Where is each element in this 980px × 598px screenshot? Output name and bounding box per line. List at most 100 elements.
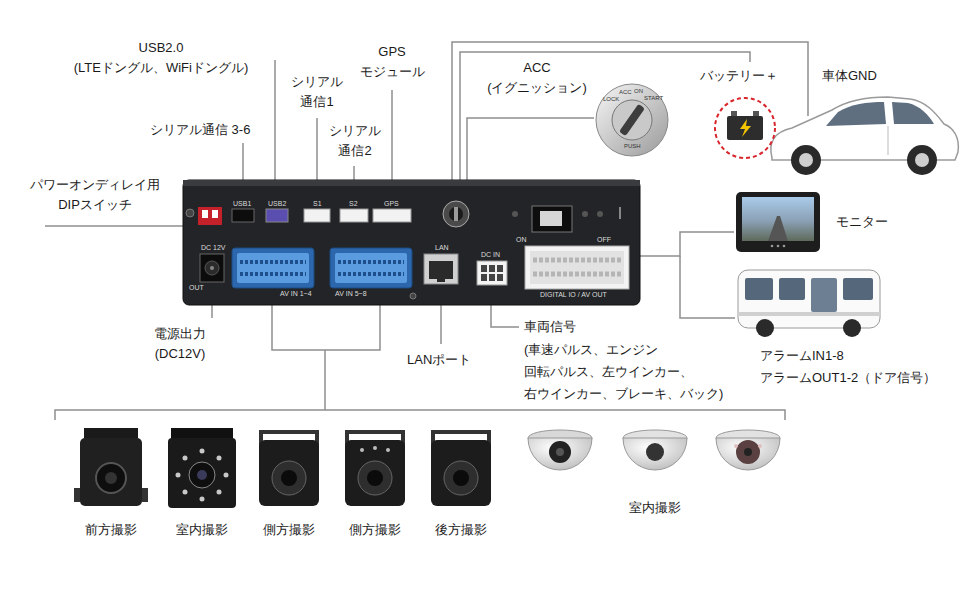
dvr-unit [186,209,194,217]
dvr-unit [533,272,621,277]
dvr-unit [200,254,224,282]
battery-icon [727,116,763,140]
dvr-unit [424,254,458,284]
leader-line [629,232,734,256]
key-position-marking: START [644,95,663,102]
camera-illustration [345,440,405,506]
dvr-unit [497,274,503,281]
dvr-unit [330,248,412,288]
camera-illustration [200,449,205,454]
callout-label: LANポート [407,350,471,370]
dvr-unit [237,253,309,283]
port-marking: S2 [349,200,358,208]
car-illustration [826,102,886,126]
dvr-unit [240,272,306,276]
callout-label: バッテリー＋ [700,66,778,86]
dvr-unit [338,272,404,276]
bus-illustration [779,278,805,300]
key-position-marking: LOCK [603,96,619,103]
camera-illustration [386,448,390,452]
dvr-unit [512,211,518,217]
battery-icon [715,98,775,158]
dvr-unit [266,209,288,222]
dvr-unit [205,261,219,275]
port-marking: AV IN 1~4 [280,290,312,298]
dvr-unit [183,180,640,186]
port-marking: USB1 [233,200,251,208]
camera-illustration [358,461,392,495]
callout-label: GPS モジュール [332,42,452,82]
camera-illustration [183,490,188,495]
dvr-unit [410,293,416,299]
dvr-unit [338,260,404,264]
camera-illustration [758,444,762,448]
camera-illustration [623,438,687,470]
bus-illustration [811,278,837,312]
dvr-unit [198,207,222,225]
car-illustration [791,145,821,175]
dvr-unit [530,251,624,284]
port-marking: LAN [435,244,449,252]
battery-icon [753,111,759,116]
ignition-key [619,104,645,136]
camera-illustration [80,438,142,506]
monitor-illustration [768,216,788,241]
dvr-unit [477,261,507,285]
monitor-illustration [736,192,820,252]
callout-label: USB2.0 (LTEドングル、WiFiドングル) [61,38,261,78]
car-illustration [907,145,937,175]
signal-list: アラームIN1-8 アラームOUT1-2（ドア信号） [760,345,975,389]
dvr-unit [533,258,621,263]
port-marking: USB2 [268,200,286,208]
camera-illustration [200,497,205,502]
camera-illustration [373,446,377,450]
port-marking: AV IN 5~8 [335,290,367,298]
camera-illustration [142,488,148,502]
dvr-unit [443,201,469,227]
callout-label: モニター [836,212,888,232]
camera-illustration [528,438,592,470]
dvr-unit [489,274,495,281]
leader-line [55,410,785,420]
camera-illustration [217,456,222,461]
monitor-illustration [771,245,774,248]
camera-illustration [189,462,215,488]
camera-illustration [183,456,188,461]
dvr-unit [481,265,487,272]
camera-illustration [176,473,181,478]
dvr-unit [582,211,588,217]
camera-illustration [224,473,229,478]
battery-icon [715,98,775,158]
callout-label: パワーオンディレイ用 DIPスイッチ [5,175,185,215]
dvr-unit [335,253,407,283]
camera-caption: 室内撮影 [176,520,228,540]
camera-illustration [716,438,780,470]
signal-list: (車速パルス、エンジン 回転パルス、左ウインカー、 右ウインカー、ブレーキ、バッ… [524,339,784,405]
dvr-unit [373,209,411,222]
bus-illustration [738,312,880,316]
camera-illustration [197,470,207,480]
camera-illustration [84,428,138,438]
camera-illustration [74,428,780,508]
camera-illustration [367,470,383,486]
callout-label: 電源出力 (DC12V) [120,324,240,364]
camera-illustration [74,488,80,502]
leader-line [680,256,735,318]
bus-illustration [745,278,773,300]
dvr-unit [497,265,503,272]
dvr-unit [240,260,306,264]
dvr-unit [532,206,572,232]
camera-illustration [168,438,236,508]
camera-illustration [744,448,752,456]
camera-caption: 側方撮影 [349,520,401,540]
leader-line [45,42,808,420]
leader-line [324,350,326,410]
key-position-marking: ON [634,88,643,95]
bus-illustration [738,270,880,328]
camera-caption: 後方撮影 [435,520,487,540]
dvr-unit [489,265,495,272]
switch-marking: ON [516,236,527,244]
camera-illustration [556,448,564,456]
camera-illustration [281,470,297,486]
callout-label: シリアル 通信1 [272,72,362,112]
